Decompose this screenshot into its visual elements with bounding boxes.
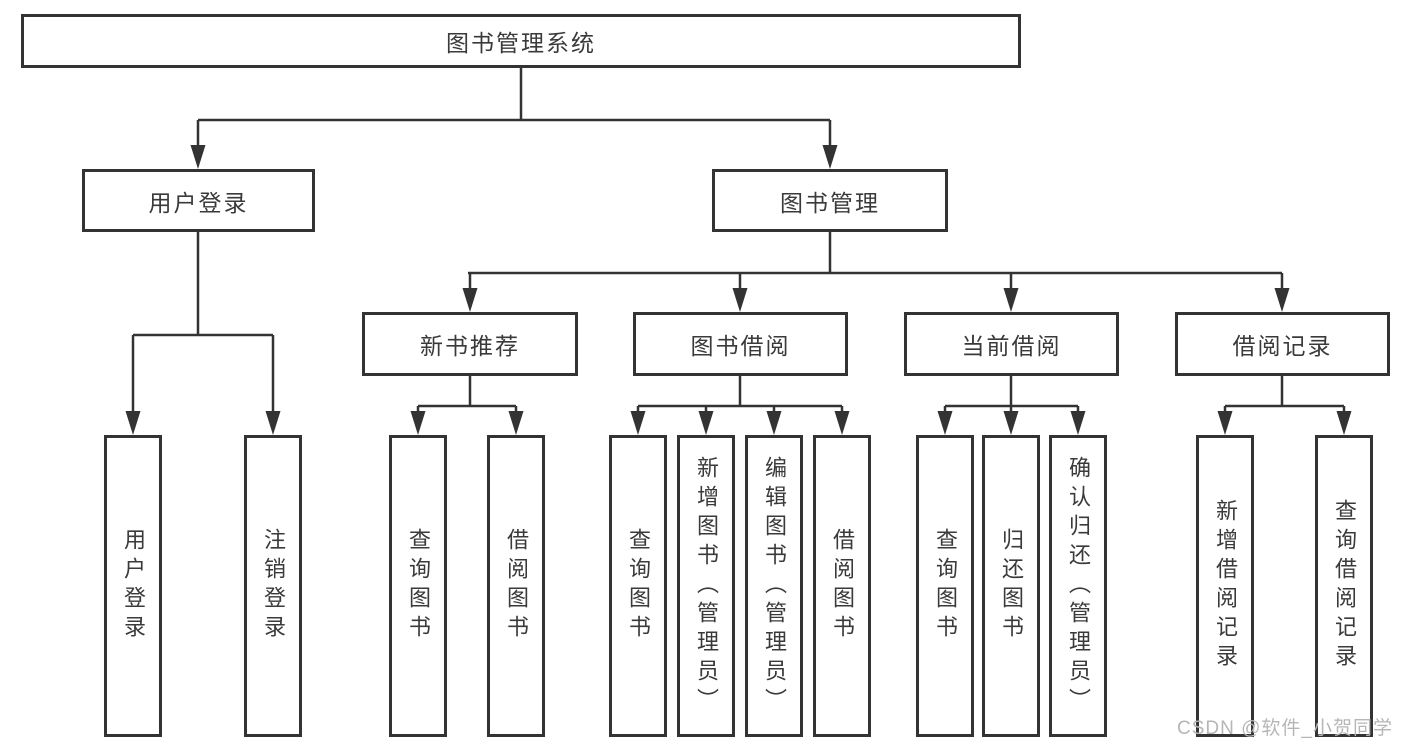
node-book-borrow: 图书借阅 (633, 312, 848, 376)
leaf-return-books: 归还图书 (982, 435, 1040, 737)
csdn-watermark: CSDN @软件_小贺同学 (1177, 718, 1393, 739)
leaf-logout: 注销登录 (244, 435, 302, 737)
leaf-recommend-query-books: 查询图书 (389, 435, 447, 737)
leaf-recommend-borrow-books: 借阅图书 (487, 435, 545, 737)
node-root: 图书管理系统 (21, 14, 1021, 68)
node-current-borrow: 当前借阅 (904, 312, 1119, 376)
leaf-edit-books-admin: 编辑图书（管理员） (745, 435, 803, 737)
leaf-borrow-query-books: 查询图书 (609, 435, 667, 737)
leaf-add-books-admin: 新增图书（管理员） (677, 435, 735, 737)
leaf-query-borrow-record: 查询借阅记录 (1315, 435, 1373, 737)
leaf-add-borrow-record: 新增借阅记录 (1196, 435, 1254, 737)
leaf-user-login: 用户登录 (104, 435, 162, 737)
node-borrow-records: 借阅记录 (1175, 312, 1390, 376)
leaf-borrow-books: 借阅图书 (813, 435, 871, 737)
node-new-book-recommend: 新书推荐 (362, 312, 578, 376)
node-book-management: 图书管理 (712, 169, 948, 232)
node-user-login: 用户登录 (82, 169, 315, 232)
leaf-confirm-return-admin: 确认归还（管理员） (1049, 435, 1107, 737)
leaf-current-query-books: 查询图书 (916, 435, 974, 737)
